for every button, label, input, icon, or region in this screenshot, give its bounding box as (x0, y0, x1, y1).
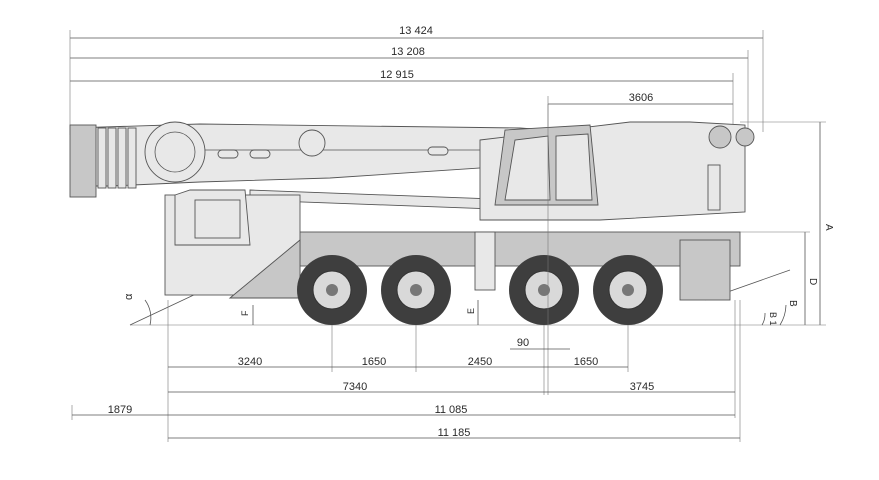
label-3240: 3240 (238, 356, 262, 368)
boom-pivot-eye (298, 129, 326, 157)
axle-2-wheel (381, 255, 451, 325)
boom-lug-3 (427, 146, 449, 156)
hoist-winch-front (735, 127, 755, 147)
label-2450: 2450 (468, 356, 492, 368)
label-B: B (787, 300, 798, 307)
label-D: D (807, 278, 818, 285)
driver-cab-window (194, 199, 241, 239)
label-1650-rear: 1650 (574, 356, 598, 368)
label-F: F (240, 310, 250, 316)
label-A: A (823, 224, 834, 231)
boom-lug-1 (217, 149, 239, 159)
bottom-dimensions: 3240 1650 2450 1650 90 7340 3745 1879 11… (71, 300, 741, 442)
label-90: 90 (517, 337, 529, 349)
axle-3-wheel (509, 255, 579, 325)
boom-head (69, 124, 97, 198)
label-3745: 3745 (630, 381, 654, 393)
angle-arc-alpha (144, 299, 152, 326)
label-11185: 11 185 (438, 427, 471, 439)
boom-winch-drum (144, 121, 206, 183)
label-13424: 13 424 (399, 25, 433, 37)
label-1879: 1879 (108, 404, 132, 416)
label-12915: 12 915 (380, 69, 414, 81)
label-13208: 13 208 (391, 46, 425, 58)
top-dimensions: 13 424 13 208 12 915 3606 (69, 25, 764, 160)
label-alpha: α (123, 293, 135, 300)
hoist-winch-rear (708, 125, 732, 149)
angle-arc-B (779, 304, 787, 326)
angle-arc-B1 (761, 312, 766, 326)
label-B1: B 1 (768, 312, 778, 326)
boom-head-sheaves (97, 127, 137, 189)
front-outrigger-box (228, 239, 301, 299)
rear-outrigger-box (679, 239, 731, 301)
boom-lug-2 (249, 149, 271, 159)
axle-4-wheel (593, 255, 663, 325)
label-7340: 7340 (343, 381, 367, 393)
counterweight-hanger (707, 164, 721, 211)
axle-1-wheel (297, 255, 367, 325)
label-3606: 3606 (629, 92, 653, 104)
label-E: E (466, 308, 476, 314)
label-1650-front: 1650 (362, 356, 386, 368)
access-ladder (474, 231, 496, 291)
left-angles: α F E (123, 284, 479, 326)
crane-cab-window-side (555, 133, 593, 201)
label-11085: 11 085 (435, 404, 468, 416)
crane-vehicle (69, 104, 755, 395)
